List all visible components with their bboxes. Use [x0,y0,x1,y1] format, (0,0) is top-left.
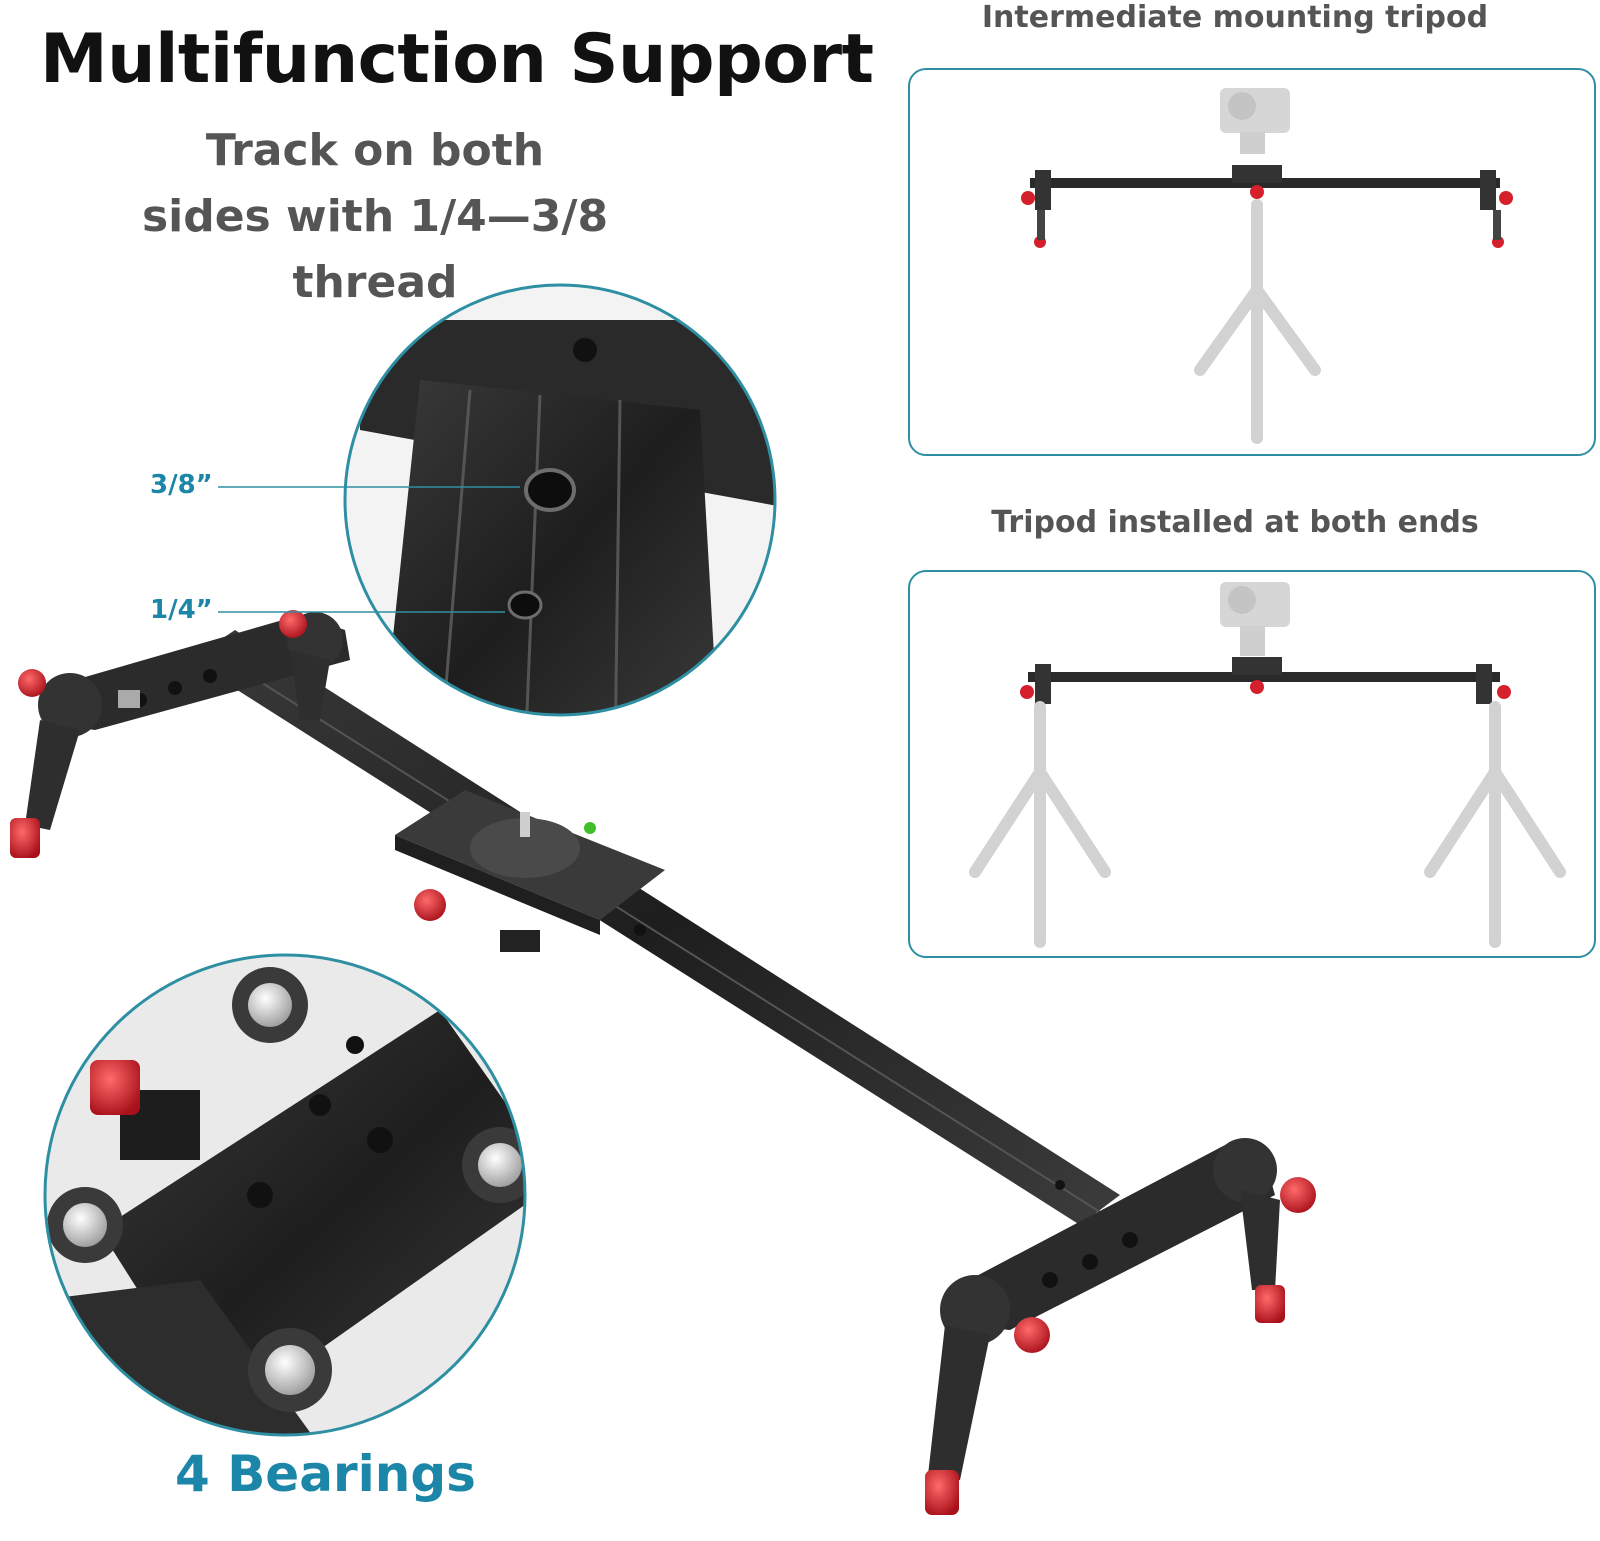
panel-caption-both-ends: Tripod installed at both ends [991,505,1479,540]
callout-1-4-thread: 1/4” [150,595,213,625]
page-subtitle: Track on both sides with 1/4—3/8 thread [60,118,690,316]
panel-caption-intermediate: Intermediate mounting tripod [981,0,1489,35]
slider-carriage [395,790,665,952]
both-ends-tripod-illustration [969,582,1566,948]
callout-3-8-thread: 3/8” [150,470,213,500]
zoom-bearings [43,953,527,1437]
callout-bearings: 4 Bearings [175,1445,476,1503]
left-end-bracket [10,610,350,858]
subtitle-line-1: Track on both [205,125,545,176]
panel-intermediate-tripod [908,68,1596,456]
tripod-icon [1194,199,1321,444]
slider-rail [190,630,1120,1225]
right-end-bracket [925,1138,1316,1515]
page-title: Multifunction Support [40,20,874,99]
panel-both-ends-tripod [908,570,1596,958]
tripod-right-icon [1424,701,1566,948]
zoom-thread-holes [218,283,777,717]
tripod-left-icon [969,701,1111,948]
intermediate-tripod-illustration [1021,88,1513,444]
subtitle-line-2: sides with 1/4—3/8 thread [141,191,609,308]
